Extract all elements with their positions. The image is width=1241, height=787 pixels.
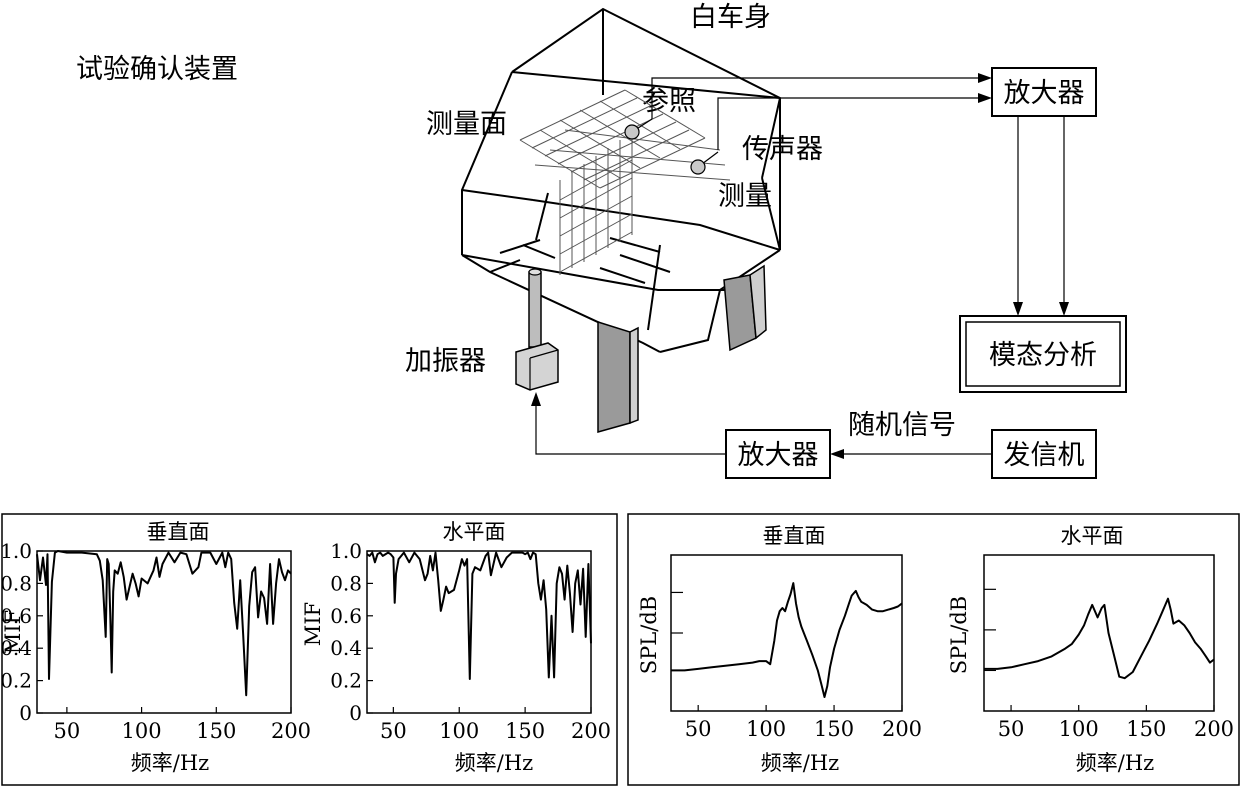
y-axis-label: SPL/dB bbox=[637, 596, 661, 674]
body-in-white-label: 白车身 bbox=[690, 2, 771, 33]
x-tick-label: 150 bbox=[1126, 717, 1166, 741]
x-tick-label: 150 bbox=[814, 717, 854, 741]
y-axis-label: SPL/dB bbox=[947, 596, 971, 674]
x-tick-label: 100 bbox=[746, 717, 786, 741]
x-tick-label: 50 bbox=[685, 717, 712, 741]
random-signal-label: 随机信号 bbox=[848, 410, 956, 441]
reference-label: 参照 bbox=[642, 86, 696, 117]
mif-panel-frame bbox=[1, 513, 618, 786]
y-tick-label: 0.4 bbox=[330, 636, 362, 660]
x-axis-label: 频率/Hz bbox=[1076, 751, 1154, 775]
x-tick-label: 50 bbox=[380, 719, 407, 743]
chart-title: 水平面 bbox=[443, 520, 506, 544]
reference-microphone bbox=[624, 118, 653, 140]
y-tick-label: 0.2 bbox=[330, 669, 362, 693]
spl-horizontal-chart: 水平面 频率/Hz SPL/dB 50 100 150 200 bbox=[947, 524, 1234, 775]
x-tick-label: 100 bbox=[122, 719, 162, 743]
modal-analysis-label: 模态分析 bbox=[989, 340, 1097, 371]
y-tick-label: 0.8 bbox=[0, 571, 32, 595]
y-tick-label: 1.0 bbox=[0, 539, 32, 563]
series-line bbox=[671, 582, 903, 698]
y-tick-label: 0 bbox=[349, 701, 362, 725]
chart-title: 垂直面 bbox=[147, 520, 210, 544]
x-axis-label: 频率/Hz bbox=[761, 751, 839, 775]
amplifier-top-box: 放大器 bbox=[991, 67, 1097, 117]
y-tick-label: 0.6 bbox=[0, 604, 32, 628]
y-axis-label: MIF bbox=[1, 610, 25, 654]
y-tick-label: 0.2 bbox=[0, 669, 32, 693]
amplifier-bottom-label: 放大器 bbox=[738, 440, 819, 471]
spl-panel-frame bbox=[627, 513, 1240, 786]
y-tick-label: 0 bbox=[19, 701, 32, 725]
mif-horizontal-chart: 水平面 频率/Hz MIF 0 0.2 0.4 0.6 0.8 1.0 50 100 150 2… bbox=[301, 520, 611, 775]
x-tick-label: 200 bbox=[571, 719, 611, 743]
signal-generator-label: 发信机 bbox=[1004, 440, 1085, 471]
microphone-label: 传声器 bbox=[742, 134, 823, 165]
amplifier-top-label: 放大器 bbox=[1004, 78, 1085, 109]
plot-frame bbox=[983, 554, 1215, 712]
x-axis-label: 频率/Hz bbox=[455, 751, 533, 775]
spl-vertical-chart: 垂直面 频率/Hz SPL/dB 50 100 150 200 bbox=[637, 524, 922, 775]
chart-title: 水平面 bbox=[1061, 524, 1124, 548]
y-tick-label: 1.0 bbox=[330, 539, 362, 563]
measure-label: 测量 bbox=[718, 181, 772, 212]
measurement-microphone bbox=[690, 151, 719, 175]
plot-frame bbox=[36, 550, 292, 714]
y-tick-label: 0.4 bbox=[0, 636, 32, 660]
x-tick-label: 100 bbox=[439, 719, 479, 743]
amplifier-bottom-box: 放大器 bbox=[725, 429, 831, 479]
series-line bbox=[366, 551, 592, 680]
mif-vertical-chart: 垂直面 频率/Hz MIF 0 0.2 0.4 0.6 0.8 1.0 50 100 150 2… bbox=[0, 520, 311, 775]
series-line bbox=[984, 597, 1215, 680]
series-line bbox=[36, 550, 292, 697]
x-tick-label: 150 bbox=[505, 719, 545, 743]
x-tick-label: 200 bbox=[882, 717, 922, 741]
support-pillars bbox=[597, 264, 767, 433]
modal-analysis-box: 模态分析 bbox=[959, 315, 1127, 393]
y-tick-label: 0.6 bbox=[330, 604, 362, 628]
measurement-grid bbox=[519, 89, 731, 275]
figure-title: 试验确认装置 bbox=[76, 54, 238, 85]
x-axis-label: 频率/Hz bbox=[131, 751, 209, 775]
x-tick-label: 50 bbox=[54, 719, 81, 743]
x-tick-label: 50 bbox=[998, 717, 1025, 741]
x-tick-label: 150 bbox=[196, 719, 236, 743]
x-tick-label: 200 bbox=[271, 719, 311, 743]
x-tick-label: 100 bbox=[1059, 717, 1099, 741]
car-body-outline bbox=[461, 7, 782, 353]
shaker-device bbox=[515, 268, 559, 391]
y-tick-label: 0.8 bbox=[330, 571, 362, 595]
chart-title: 垂直面 bbox=[763, 524, 826, 548]
signal-generator-box: 发信机 bbox=[991, 429, 1097, 479]
signal-arrows bbox=[531, 73, 1069, 459]
plot-frame bbox=[670, 554, 903, 712]
x-tick-label: 200 bbox=[1194, 717, 1234, 741]
shaker-label: 加振器 bbox=[405, 346, 486, 377]
y-axis-label: MIF bbox=[301, 602, 325, 646]
